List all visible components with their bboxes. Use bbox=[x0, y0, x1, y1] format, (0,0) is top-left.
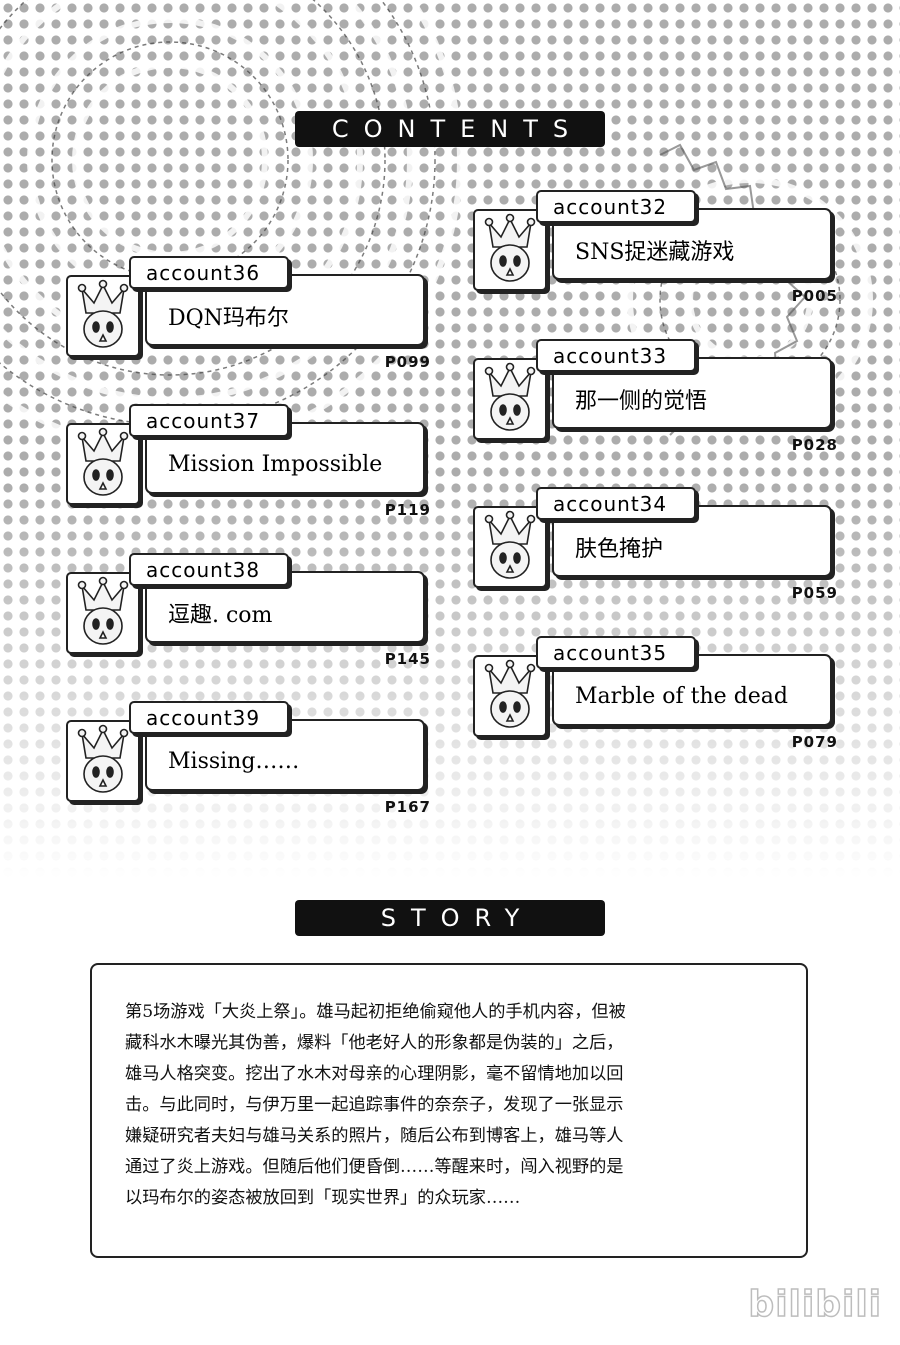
account-tag: account38 bbox=[129, 553, 289, 586]
account-tag: account35 bbox=[536, 636, 696, 669]
page-number: P059 bbox=[791, 584, 838, 602]
crown-mascot-icon bbox=[66, 423, 140, 505]
story-line: 嫌疑研究者夫妇与雄马关系的照片，随后公布到博客上，雄马等人 bbox=[125, 1126, 624, 1146]
crown-mascot-icon bbox=[473, 209, 547, 291]
contents-banner: CONTENTS bbox=[295, 111, 605, 147]
crown-mascot-icon bbox=[473, 655, 547, 737]
account-tag: account33 bbox=[536, 339, 696, 372]
page-number: P079 bbox=[791, 733, 838, 751]
toc-entry-account39[interactable]: account39 Missing…… P167 bbox=[66, 701, 431, 816]
toc-entry-account38[interactable]: account38 逗趣. com P145 bbox=[66, 553, 431, 668]
toc-entry-account34[interactable]: account34 肤色掩护 P059 bbox=[473, 487, 838, 602]
toc-entry-account37[interactable]: account37 Mission Impossible P119 bbox=[66, 404, 431, 519]
crown-mascot-icon bbox=[66, 275, 140, 357]
bilibili-watermark: bilibili bbox=[748, 1283, 882, 1326]
crown-mascot-icon bbox=[66, 572, 140, 654]
page-number: P167 bbox=[384, 798, 431, 816]
crown-mascot-icon bbox=[473, 358, 547, 440]
crown-mascot-icon bbox=[66, 720, 140, 802]
account-tag: account34 bbox=[536, 487, 696, 520]
page-number: P005 bbox=[791, 287, 838, 305]
toc-entry-account33[interactable]: account33 那一侧的觉悟 P028 bbox=[473, 339, 838, 454]
story-line: 第5场游戏「大炎上祭」。雄马起初拒绝偷窥他人的手机内容，但被 bbox=[125, 1002, 626, 1022]
story-banner: STORY bbox=[295, 900, 605, 936]
chapter-title: Missing…… bbox=[145, 719, 425, 791]
account-tag: account36 bbox=[129, 256, 289, 289]
crown-mascot-icon bbox=[473, 506, 547, 588]
toc-entry-account35[interactable]: account35 Marble of the dead P079 bbox=[473, 636, 838, 751]
page-number: P145 bbox=[384, 650, 431, 668]
story-line: 雄马人格突变。挖出了水木对母亲的心理阴影，毫不留情地加以回 bbox=[125, 1064, 624, 1084]
page-number: P099 bbox=[384, 353, 431, 371]
account-tag: account32 bbox=[536, 190, 696, 223]
account-tag: account37 bbox=[129, 404, 289, 437]
story-line: 击。与此同时，与伊万里一起追踪事件的奈奈子，发现了一张显示 bbox=[125, 1095, 624, 1115]
toc-entry-account32[interactable]: account32 SNS捉迷藏游戏 P005 bbox=[473, 190, 838, 305]
page-number: P028 bbox=[791, 436, 838, 454]
story-line: 通过了炎上游戏。但随后他们便昏倒……等醒来时，闯入视野的是 bbox=[125, 1157, 624, 1177]
account-tag: account39 bbox=[129, 701, 289, 734]
toc-entry-account36[interactable]: account36 DQN玛布尔 P099 bbox=[66, 256, 431, 371]
page-number: P119 bbox=[384, 501, 431, 519]
story-line: 藏科水木曝光其伪善，爆料「他老好人的形象都是伪装的」之后， bbox=[125, 1033, 624, 1053]
story-summary: 第5场游戏「大炎上祭」。雄马起初拒绝偷窥他人的手机内容，但被 藏科水木曝光其伪善… bbox=[90, 963, 808, 1258]
story-line: 以玛布尔的姿态被放回到「现实世界」的众玩家…… bbox=[125, 1188, 521, 1208]
